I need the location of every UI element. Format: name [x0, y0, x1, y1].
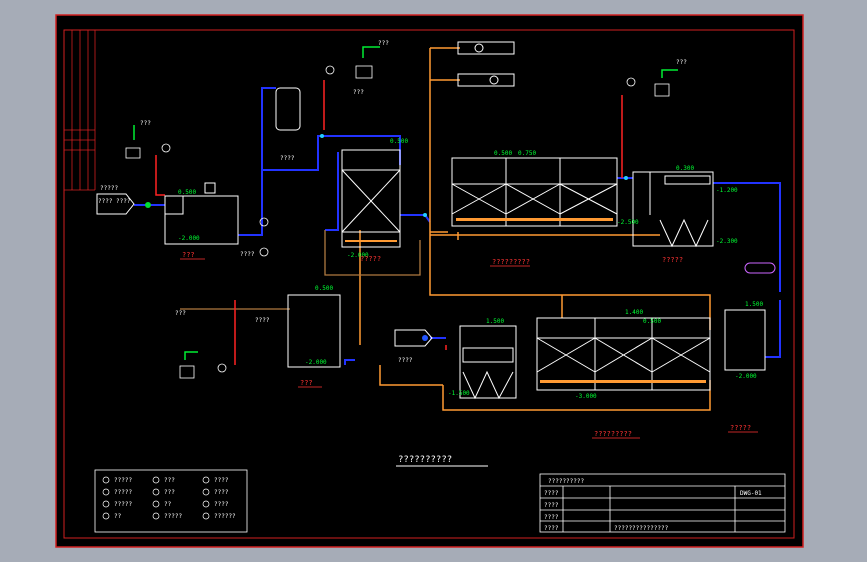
- gauge-icon: [202, 476, 210, 484]
- title-block-drawing: ???????????????: [614, 525, 669, 532]
- level-t8-bot: -2.000: [735, 373, 757, 380]
- capsule-filter: [744, 262, 776, 274]
- dosing-tank: [275, 87, 301, 131]
- tank-1-name: ???: [182, 251, 195, 259]
- title-block-row: ????: [544, 525, 559, 532]
- inlet-box-text: ???? ????: [98, 198, 131, 205]
- legend-label: ?????: [114, 477, 132, 484]
- legend-label: ????: [214, 489, 229, 496]
- vent-tag: ????: [255, 317, 270, 324]
- title-block-row: ????: [544, 514, 559, 521]
- legend-label: ??????: [214, 513, 236, 520]
- legend-label: ????: [214, 477, 229, 484]
- dose-tag-3: ???: [676, 59, 687, 66]
- tank-1: [164, 195, 239, 245]
- tank-6-name: ?????????: [594, 430, 632, 438]
- dose-tag-1: ???: [140, 120, 151, 127]
- title-block-org: ??????????: [548, 478, 585, 485]
- tank-4: [632, 171, 714, 247]
- valve-icon: [102, 476, 110, 484]
- meter-icon: [152, 500, 160, 508]
- minus-icon: [202, 500, 210, 508]
- level-t6-a: 1.400: [625, 309, 643, 316]
- air-pipes: [359, 47, 711, 411]
- frame-border: [63, 29, 795, 539]
- diffusers: [345, 218, 706, 383]
- level-t3-a: 0.500: [494, 150, 512, 157]
- legend-label: ????: [214, 501, 229, 508]
- drawing-number: DWG-01: [740, 490, 762, 497]
- tank-8: [724, 309, 766, 371]
- water-pipes: [134, 87, 781, 365]
- level-t5-bot: -2.000: [305, 359, 327, 366]
- gate-valve-icon: [102, 500, 110, 508]
- level-t5-top: 0.500: [315, 285, 333, 292]
- legend: ????????????????????????????????????????…: [102, 476, 236, 520]
- pump-icon: [152, 488, 160, 496]
- level-t4-bot: -2.300: [716, 238, 738, 245]
- level-t2-bot: -2.000: [347, 252, 369, 259]
- fittings: [145, 134, 628, 341]
- tank-5-name: ???: [300, 379, 313, 387]
- blower-1: [457, 41, 515, 55]
- blower-2: [457, 73, 515, 87]
- air-tag: ????: [280, 155, 295, 162]
- ball-valve-icon: [102, 512, 110, 520]
- legend-label: ???: [164, 477, 175, 484]
- revision-strip: [64, 30, 96, 191]
- legend-label: ?????: [114, 501, 132, 508]
- dosing-icon: [152, 512, 160, 520]
- dose-tag-4: ???: [175, 310, 186, 317]
- tank-6: [536, 317, 711, 391]
- level-t7-bot: -1.500: [448, 390, 470, 397]
- legend-label: ??: [164, 501, 172, 508]
- legend-box: [94, 469, 248, 533]
- control-lines: [133, 46, 678, 360]
- legend-label: ??: [114, 513, 122, 520]
- tank-5: [287, 294, 341, 368]
- tank-4-name: ?????: [662, 256, 683, 264]
- tank-7-name: ?????: [730, 424, 751, 432]
- legend-label: ?????: [164, 513, 182, 520]
- drawing-title: ??????????: [398, 455, 452, 465]
- tank-2: [341, 149, 401, 248]
- check-valve-icon: [102, 488, 110, 496]
- plug-icon: [152, 476, 160, 484]
- dose-tag-2: ???: [378, 40, 389, 47]
- dosing-units: [125, 65, 670, 379]
- level-t1-bot: -2.000: [178, 235, 200, 242]
- level-t4-top: 0.300: [676, 165, 694, 172]
- level-t3-c: -2.500: [617, 219, 639, 226]
- level-t2-top: 0.500: [390, 138, 408, 145]
- equipment: [96, 41, 776, 400]
- title-block-row: ????: [544, 490, 559, 497]
- dosing-pipes: [155, 80, 623, 365]
- level-t3-b: 0.750: [518, 150, 536, 157]
- tank-7: [459, 325, 517, 399]
- title-block-row: ????: [544, 502, 559, 509]
- tank-2-name: ?????: [360, 255, 381, 263]
- blower-icon: [202, 488, 210, 496]
- level-t8-top: 1.500: [745, 301, 763, 308]
- legend-label: ?????: [114, 489, 132, 496]
- level-t7-top: 1.500: [486, 318, 504, 325]
- pump-tag: ????: [240, 251, 255, 258]
- legend-label: ???: [164, 489, 175, 496]
- title-block: [539, 473, 786, 533]
- inlet-box-2: [394, 329, 433, 347]
- level-t4-b: -1.200: [716, 187, 738, 194]
- inlet-box: [96, 193, 135, 215]
- level-t1-top: 0.500: [178, 189, 196, 196]
- tank-3-name: ?????????: [492, 258, 530, 266]
- level-t6-b: 0.500: [643, 318, 661, 325]
- chem-tag: ???: [353, 89, 364, 96]
- inlet-label: ?????: [100, 185, 118, 192]
- tank-3: [451, 157, 618, 227]
- sludge-tag: ????: [398, 357, 413, 364]
- box-icon: [202, 512, 210, 520]
- level-t6-c: -3.000: [575, 393, 597, 400]
